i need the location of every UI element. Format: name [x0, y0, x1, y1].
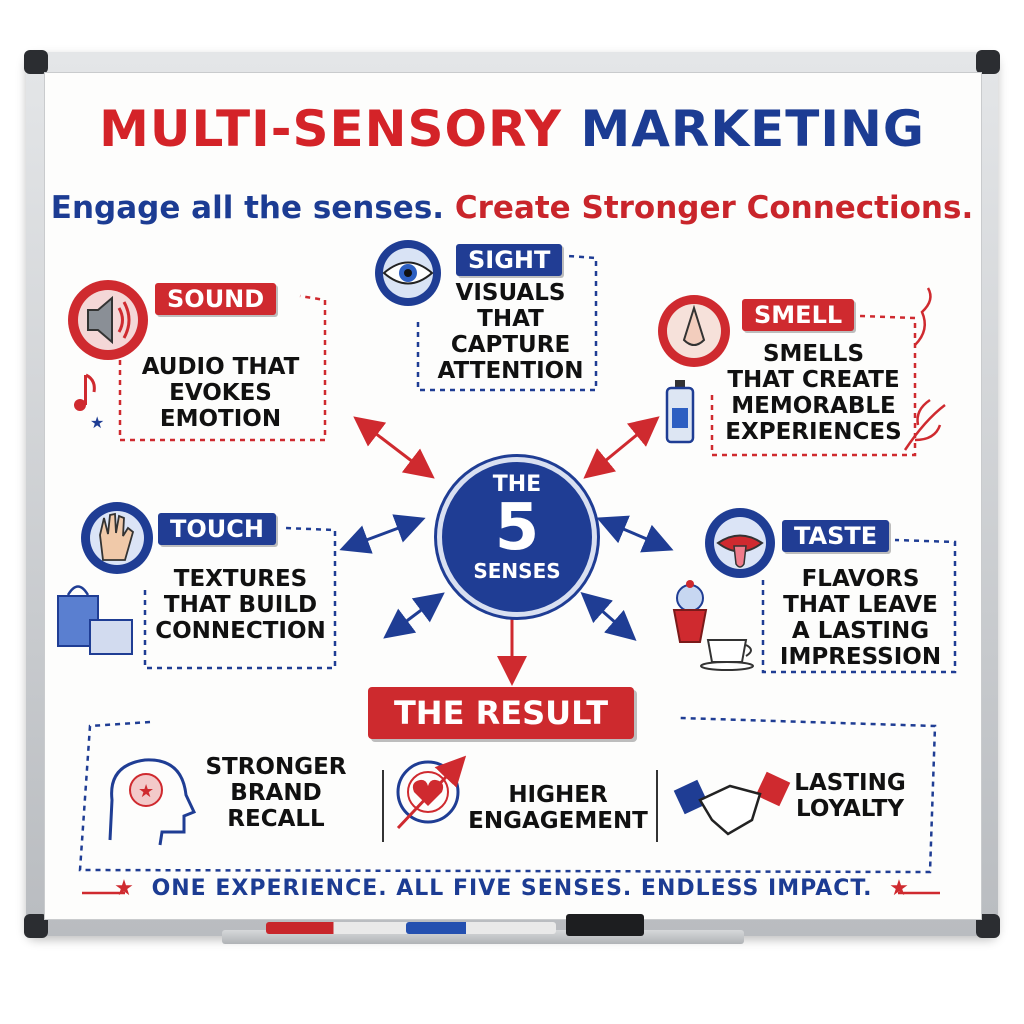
sight-line-4: ATTENTION [437, 358, 584, 384]
subtitle-part-1: Engage all the senses. [50, 190, 445, 226]
star-icon: ★ [889, 876, 910, 901]
hub-top-label: THE [492, 472, 542, 497]
sight-tag: SIGHT [456, 244, 563, 276]
shopping-bag-icon [57, 585, 133, 655]
subtitle: Engage all the senses. Create Stronger C… [0, 190, 1024, 226]
taste-description: FLAVORS THAT LEAVE A LASTING IMPRESSION [768, 566, 953, 670]
hub-number: 5 [494, 491, 540, 565]
arrow-smell [583, 416, 660, 479]
taste-tag: TASTE [782, 520, 890, 552]
scent-swirl-icon [903, 287, 946, 451]
outcome-3-line-2: LOYALTY [795, 796, 904, 822]
eye-icon [375, 240, 441, 306]
sound-description: AUDIO THAT EVOKES EMOTION [128, 354, 313, 432]
star-icon: ★ [114, 876, 135, 901]
sound-line-3: EMOTION [159, 406, 282, 432]
smell-line-3: MEMORABLE [731, 393, 896, 419]
footer-tagline: ★ ONE EXPERIENCE. ALL FIVE SENSES. ENDLE… [0, 876, 1024, 901]
frame-corner [976, 50, 1000, 74]
perfume-bottle-icon [665, 380, 695, 444]
sound-line-2: EVOKES [169, 380, 272, 406]
touch-tag: TOUCH [158, 513, 276, 545]
touch-line-2: THAT BUILD [163, 592, 318, 618]
taste-line-1: FLAVORS [801, 566, 920, 592]
mouth-icon [705, 508, 775, 578]
nose-icon [658, 295, 730, 367]
hand-icon [81, 502, 153, 574]
outcome-2-line-1: HIGHER [508, 782, 608, 808]
result-bracket [78, 716, 937, 874]
sight-description: VISUALS THAT CAPTURE ATTENTION [428, 280, 593, 384]
page-title: MULTI-SENSORY MARKETING [0, 100, 1024, 158]
taste-line-3: A LASTING [791, 618, 930, 644]
outcome-1-line-1: STRONGER [205, 754, 347, 780]
handshake-icon [673, 771, 791, 836]
outcome-2-line-2: ENGAGEMENT [468, 808, 648, 834]
smell-tag: SMELL [742, 299, 855, 331]
touch-line-1: TEXTURES [173, 566, 308, 592]
outcome-1-line-3: RECALL [227, 806, 325, 832]
arrow-lower-right [580, 592, 637, 641]
arrow-sound [353, 416, 435, 479]
smell-line-2: THAT CREATE [727, 367, 900, 393]
subtitle-part-2: Create Stronger Connections. [454, 190, 974, 226]
sound-line-1: AUDIO THAT [141, 354, 300, 380]
sight-line-1: VISUALS [455, 280, 566, 306]
hub-bottom-label: SENSES [473, 559, 561, 583]
brain-icon: ★ [108, 758, 197, 846]
sight-line-2: THAT [477, 306, 544, 332]
coffee-cup-icon [700, 639, 754, 671]
red-marker [266, 922, 416, 934]
taste-bracket [761, 538, 957, 674]
smell-description: SMELLS THAT CREATE MEMORABLE EXPERIENCES [716, 341, 911, 445]
taste-line-4: IMPRESSION [779, 644, 942, 670]
title-part-2: MARKETING [580, 100, 925, 158]
sound-tag: SOUND [155, 283, 277, 315]
title-part-1: MULTI-SENSORY [99, 100, 563, 158]
smell-line-4: EXPERIENCES [725, 419, 902, 445]
arrow-taste [596, 515, 674, 553]
outcome-3-line-1: LASTING [794, 770, 906, 796]
outcome-loyalty: LASTING LOYALTY [790, 770, 910, 822]
speaker-icon [68, 280, 148, 360]
black-eraser [566, 914, 644, 936]
sight-line-3: CAPTURE [450, 332, 571, 358]
blue-marker [406, 922, 556, 934]
smell-line-1: SMELLS [762, 341, 865, 367]
svg-text:★: ★ [138, 781, 154, 802]
result-banner: THE RESULT [368, 687, 634, 739]
frame-corner [24, 50, 48, 74]
heart-target-icon [396, 755, 467, 830]
smell-bracket [710, 314, 917, 457]
svg-text:★: ★ [90, 413, 104, 432]
sound-bracket [118, 294, 327, 442]
touch-line-3: CONNECTION [155, 618, 326, 644]
touch-bracket [143, 526, 337, 670]
touch-description: TEXTURES THAT BUILD CONNECTION [148, 566, 333, 644]
cupcake-icon [672, 580, 708, 643]
outcome-engagement: HIGHER ENGAGEMENT [462, 782, 654, 834]
footer-text: ONE EXPERIENCE. ALL FIVE SENSES. ENDLESS… [151, 876, 873, 901]
outcome-brand-recall: STRONGER BRAND RECALL [196, 754, 356, 832]
five-senses-hub: THE 5 SENSES [437, 457, 597, 617]
taste-line-2: THAT LEAVE [783, 592, 938, 618]
arrow-touch [339, 514, 426, 554]
outcome-1-line-2: BRAND [230, 780, 322, 806]
music-note-icon: ★ [74, 373, 104, 432]
arrow-lower-left [383, 592, 445, 639]
